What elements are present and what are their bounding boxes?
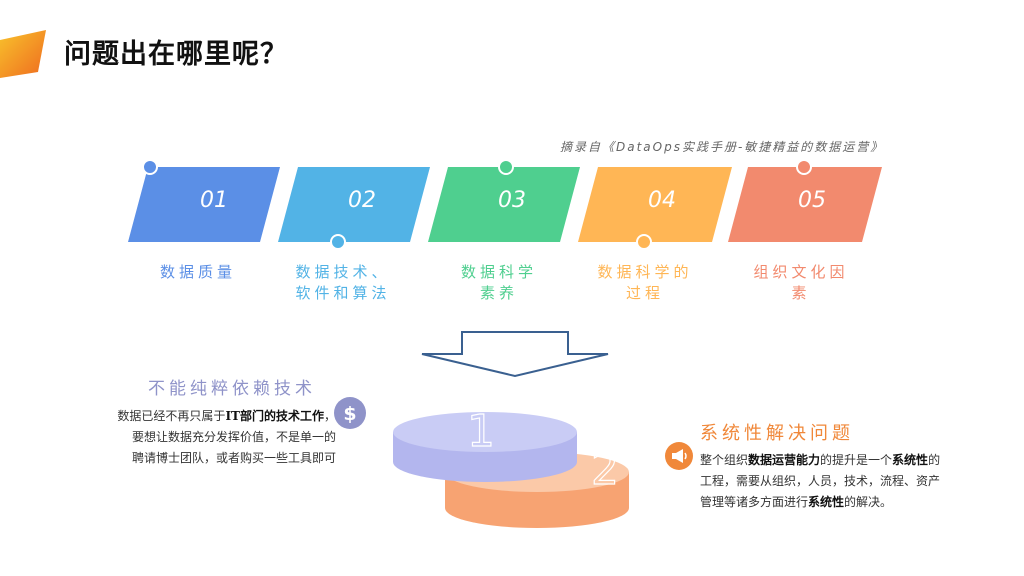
step-3-number: 03 — [498, 188, 526, 213]
step-4-label: 数据科学的 过程 — [597, 263, 693, 302]
disc-1-label: 1 — [467, 406, 495, 457]
step-2-number: 02 — [348, 188, 376, 213]
step-2-label: 数据技术、 软件和算法 — [295, 263, 391, 302]
corner-decoration — [0, 30, 46, 78]
step-5-label: 组织文化因 素 — [753, 263, 849, 302]
right-description: 整个组织数据运营能力的提升是一个系统性的工程，需要从组织，人员，技术，流程、资产… — [700, 453, 941, 509]
step-5-shape — [728, 167, 882, 242]
steps-banner — [128, 159, 882, 250]
step-4-number: 04 — [648, 188, 676, 213]
right-heading: 系统性解决问题 — [700, 423, 854, 444]
left-description: 数据已经不再只属于IT部门的技术工作， 要想让数据充分发挥价值，不是单一的 聘请… — [96, 406, 336, 469]
svg-text:$: $ — [343, 403, 356, 425]
step-1-number: 01 — [200, 188, 228, 213]
step-3-shape — [428, 167, 580, 242]
step-4-shape — [578, 167, 732, 242]
step-2-shape — [278, 167, 430, 242]
step-1-shape — [128, 167, 280, 242]
step-5-number: 05 — [798, 188, 826, 213]
megaphone-icon — [665, 442, 693, 470]
step-1-label: 数据质量 — [159, 263, 236, 281]
left-line-1: 数据已经不再只属于IT部门的技术工作， — [117, 409, 336, 423]
left-line-2: 要想让数据充分发挥价值，不是单一的 — [131, 430, 336, 444]
step-3-dot — [498, 159, 514, 175]
left-line-3: 聘请博士团队，或者购买一些工具即可 — [131, 451, 336, 465]
step-3-label: 数据科学 素养 — [460, 263, 537, 302]
down-arrow-icon — [421, 331, 609, 378]
stacked-discs: 1 2 — [393, 405, 629, 528]
left-heading: 不能纯粹依赖技术 — [148, 379, 316, 399]
disc-1 — [393, 412, 577, 482]
step-4-dot — [636, 234, 652, 250]
step-5-dot — [796, 159, 812, 175]
step-1-dot — [142, 159, 158, 175]
source-citation: 摘录自《DataOps实践手册-敏捷精益的数据运营》 — [560, 140, 885, 154]
dollar-icon: $ — [334, 397, 366, 429]
slide-title: 问题出在哪里呢？ — [64, 39, 288, 70]
step-2-dot — [330, 234, 346, 250]
disc-2-label: 2 — [591, 444, 619, 495]
